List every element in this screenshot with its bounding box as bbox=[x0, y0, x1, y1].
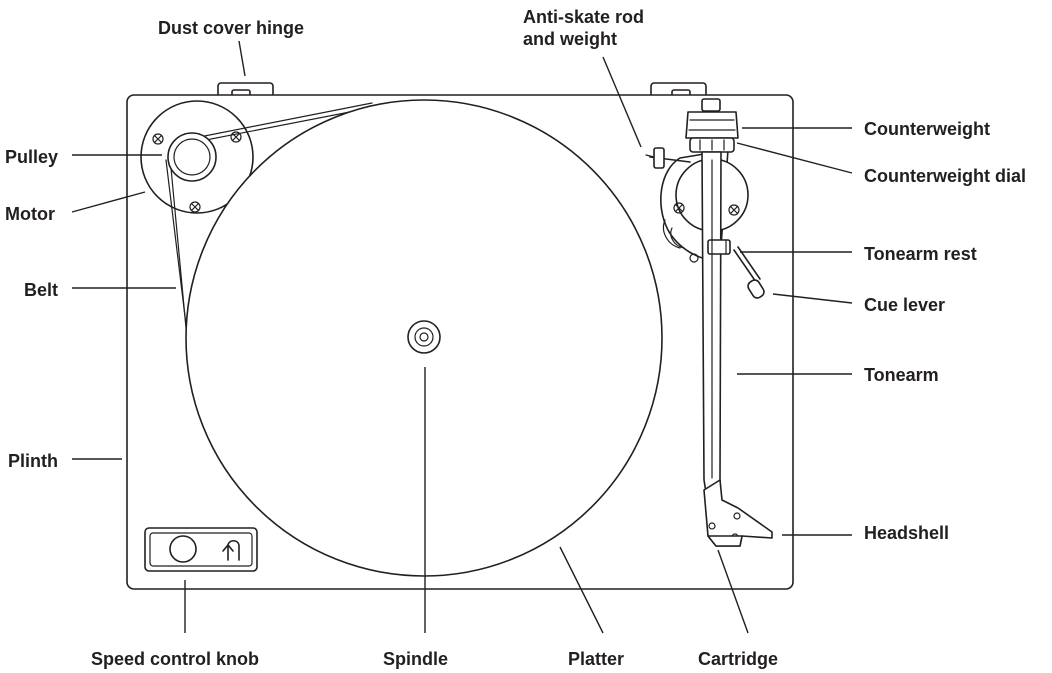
label-spindle: Spindle bbox=[383, 649, 448, 669]
platter bbox=[185, 99, 663, 577]
anti-skate-rod bbox=[645, 147, 691, 169]
counterweight bbox=[685, 98, 739, 139]
u-turn-arrow-icon bbox=[222, 539, 240, 561]
label-pulley: Pulley bbox=[5, 147, 58, 167]
label-cartridge: Cartridge bbox=[698, 649, 778, 669]
spindle bbox=[407, 320, 441, 354]
cue-lever bbox=[733, 246, 765, 299]
label-tonearm-rest: Tonearm rest bbox=[864, 244, 977, 264]
tonearm-rest bbox=[707, 239, 731, 255]
motor-screws bbox=[152, 131, 242, 213]
speed-control-panel bbox=[144, 527, 258, 572]
leader-lines bbox=[71, 40, 853, 634]
label-headshell: Headshell bbox=[864, 523, 949, 543]
label-motor: Motor bbox=[5, 204, 55, 224]
label-dust-cover-hinge: Dust cover hinge bbox=[158, 18, 304, 38]
pulley-inner bbox=[173, 138, 211, 176]
label-speed-control-knob: Speed control knob bbox=[91, 649, 259, 669]
label-cue-lever: Cue lever bbox=[864, 295, 945, 315]
speed-control-knob[interactable] bbox=[169, 535, 197, 563]
cartridge bbox=[707, 535, 743, 547]
tonearm bbox=[701, 151, 722, 506]
pulley bbox=[167, 132, 217, 182]
label-tonearm: Tonearm bbox=[864, 365, 939, 385]
label-plinth: Plinth bbox=[8, 451, 58, 471]
label-belt: Belt bbox=[24, 280, 58, 300]
counterweight-dial bbox=[689, 137, 735, 153]
label-counterweight-dial: Counterweight dial bbox=[864, 166, 1026, 186]
label-anti-skate-line-1: Anti-skate rod bbox=[523, 7, 644, 27]
label-platter: Platter bbox=[568, 649, 624, 669]
label-anti-skate-line-2: and weight bbox=[523, 29, 617, 49]
label-counterweight: Counterweight bbox=[864, 119, 990, 139]
motor bbox=[140, 100, 254, 214]
